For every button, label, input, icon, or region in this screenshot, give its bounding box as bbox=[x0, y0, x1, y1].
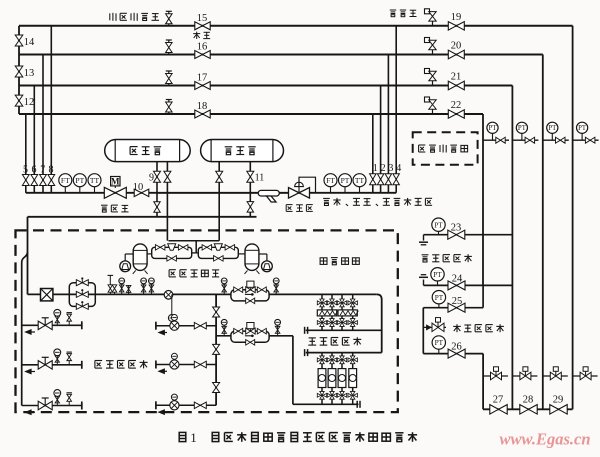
svg-text:15: 15 bbox=[197, 13, 208, 24]
svg-text:PT: PT bbox=[489, 125, 498, 132]
svg-text:17: 17 bbox=[197, 73, 208, 84]
svg-text:26: 26 bbox=[451, 342, 462, 353]
svg-text:3: 3 bbox=[388, 163, 393, 174]
svg-text:PT: PT bbox=[341, 176, 350, 185]
svg-text:1: 1 bbox=[190, 430, 197, 445]
svg-text:10: 10 bbox=[133, 182, 144, 193]
svg-text:14: 14 bbox=[24, 37, 35, 48]
svg-text:11: 11 bbox=[255, 173, 265, 184]
svg-text:24: 24 bbox=[452, 274, 463, 285]
svg-text:28: 28 bbox=[523, 395, 534, 406]
svg-text:M: M bbox=[111, 176, 120, 186]
svg-text:8: 8 bbox=[49, 165, 54, 176]
svg-text:13: 13 bbox=[24, 68, 35, 79]
svg-text:29: 29 bbox=[553, 395, 564, 406]
svg-text:PT: PT bbox=[433, 271, 442, 279]
svg-text:PT: PT bbox=[435, 339, 444, 347]
svg-text:TT: TT bbox=[90, 176, 100, 185]
svg-text:27: 27 bbox=[493, 395, 504, 406]
svg-text:23: 23 bbox=[451, 223, 462, 234]
svg-text:5: 5 bbox=[23, 165, 28, 176]
svg-text:TT: TT bbox=[355, 176, 365, 185]
svg-text:FT: FT bbox=[326, 176, 335, 185]
svg-text:12: 12 bbox=[24, 97, 35, 108]
svg-text:16: 16 bbox=[197, 42, 208, 53]
svg-text:18: 18 bbox=[197, 101, 208, 112]
svg-text:PT: PT bbox=[578, 125, 587, 132]
svg-text:PT: PT bbox=[434, 221, 443, 229]
svg-text:4: 4 bbox=[396, 163, 401, 174]
svg-text:PT: PT bbox=[548, 125, 557, 132]
svg-text:PT: PT bbox=[435, 294, 444, 302]
svg-text:6: 6 bbox=[32, 165, 37, 176]
svg-text:2: 2 bbox=[381, 163, 386, 174]
svg-text:PT: PT bbox=[75, 176, 84, 185]
svg-text:20: 20 bbox=[451, 41, 462, 52]
svg-text:7: 7 bbox=[40, 165, 45, 176]
svg-text:21: 21 bbox=[451, 72, 462, 83]
svg-text:19: 19 bbox=[451, 12, 462, 23]
svg-text:25: 25 bbox=[452, 296, 463, 307]
svg-text:www.Egas.cn: www.Egas.cn bbox=[499, 430, 590, 449]
svg-text:FT: FT bbox=[61, 176, 70, 185]
svg-text:9: 9 bbox=[149, 173, 154, 184]
svg-text:22: 22 bbox=[451, 100, 462, 111]
svg-text:PT: PT bbox=[518, 125, 527, 132]
svg-text:1: 1 bbox=[373, 163, 378, 174]
